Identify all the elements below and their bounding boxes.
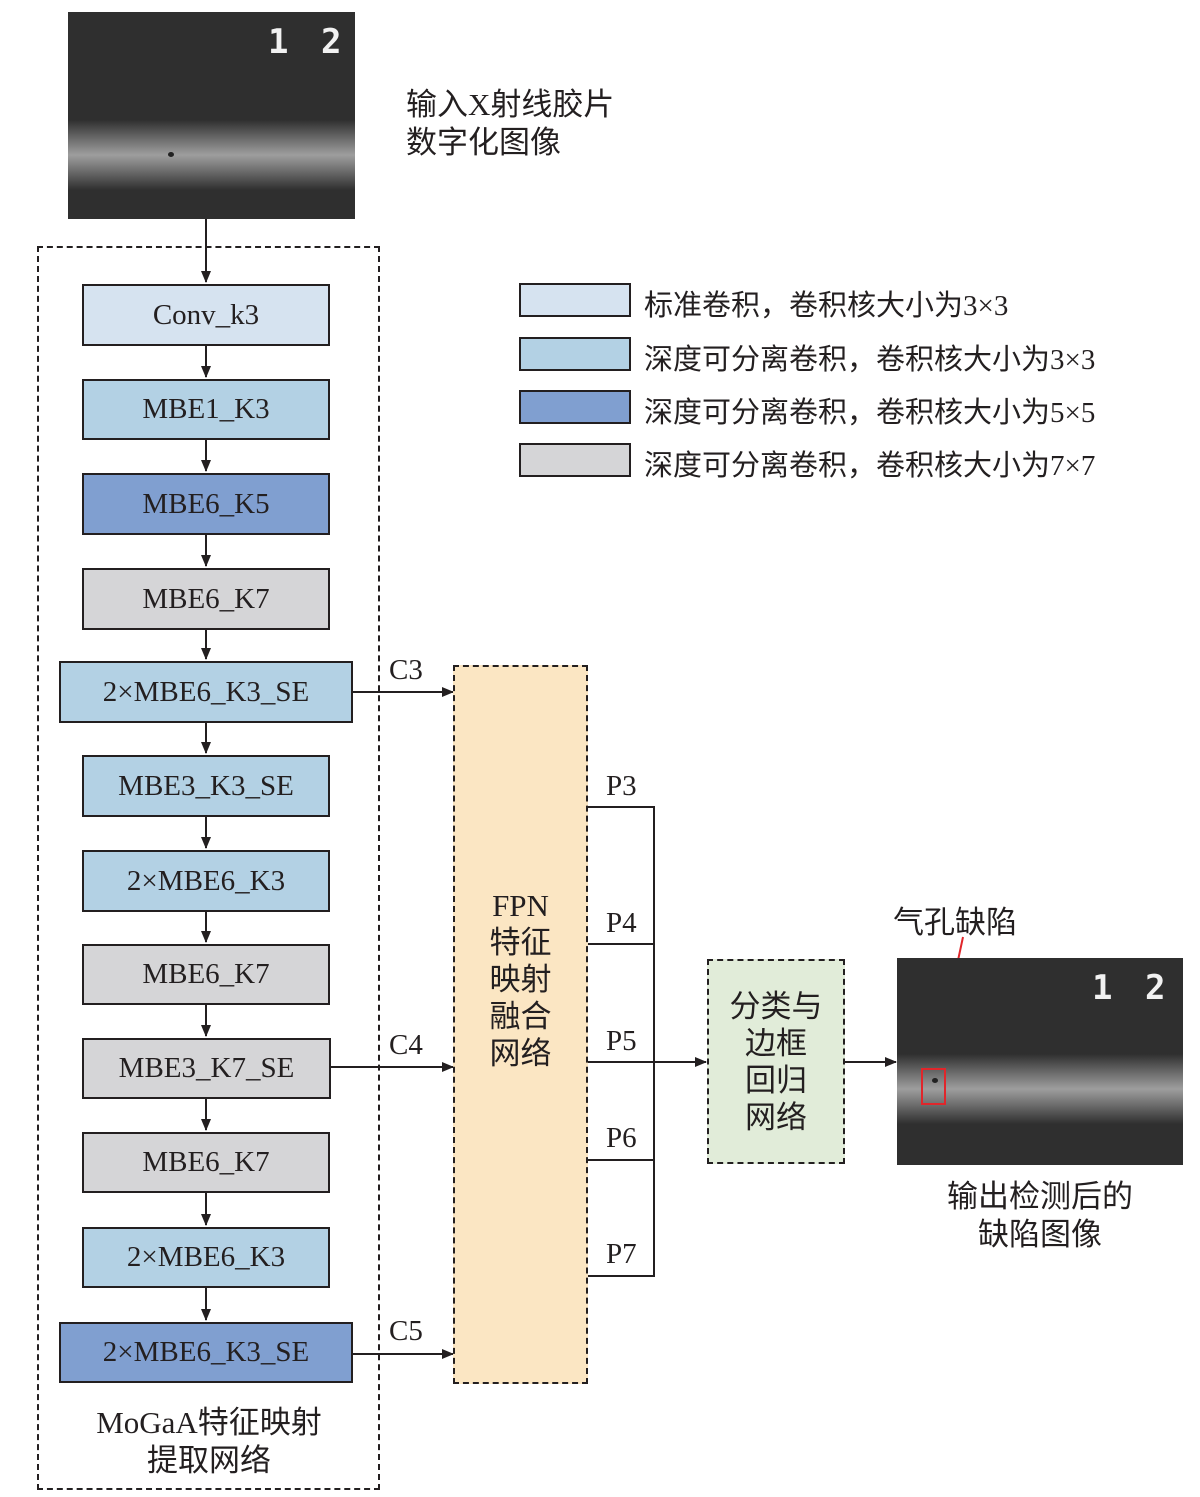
backbone-caption-line-2: 提取网络 xyxy=(147,1443,271,1478)
output-caption-line-1: 输出检测后的 xyxy=(947,1179,1133,1214)
backbone-block: 2×MBE6_K3_SE xyxy=(59,661,353,723)
block-label: 2×MBE6_K3_SE xyxy=(102,1336,310,1368)
block-label: MBE6_K7 xyxy=(142,1146,270,1178)
backbone-block: MBE6_K7 xyxy=(82,1132,330,1193)
output-xray-image: 1 2 xyxy=(897,958,1183,1165)
backbone-block: MBE6_K5 xyxy=(82,473,330,535)
p7-label: P7 xyxy=(606,1238,637,1270)
block-label: MBE6_K7 xyxy=(142,582,270,615)
head-label-line: 边框 xyxy=(745,1025,807,1061)
backbone-block: 2×MBE6_K3 xyxy=(82,850,330,912)
backbone-block: MBE3_K7_SE xyxy=(82,1038,331,1099)
block-label: MBE6_K5 xyxy=(142,487,270,520)
legend-swatch xyxy=(519,443,631,477)
fpn-label-line: FPN xyxy=(492,888,549,923)
backbone-block: 2×MBE6_K3 xyxy=(82,1227,330,1288)
head-box: 分类与 边框 回归 网络 xyxy=(707,959,845,1164)
p5-label: P5 xyxy=(606,1025,637,1057)
c4-label: C4 xyxy=(389,1029,423,1061)
block-label: MBE3_K7_SE xyxy=(118,1052,295,1084)
fpn-label-line: 网络 xyxy=(489,1036,552,1071)
legend-swatch xyxy=(519,337,631,371)
backbone-block: Conv_k3 xyxy=(82,284,330,346)
image-plate-number: 1 2 xyxy=(268,22,348,62)
backbone-block: MBE6_K7 xyxy=(82,944,330,1005)
head-label-line: 网络 xyxy=(745,1099,807,1135)
fpn-box: FPN 特征 映射 融合 网络 xyxy=(453,665,588,1384)
fpn-label-line: 映射 xyxy=(489,962,552,997)
c3-label: C3 xyxy=(389,654,423,686)
p4-label: P4 xyxy=(606,907,637,939)
block-label: MBE3_K3_SE xyxy=(118,769,294,802)
backbone-block: MBE1_K3 xyxy=(82,379,330,440)
block-label: MBE1_K3 xyxy=(142,393,270,425)
defect-label: 气孔缺陷 xyxy=(893,905,1017,940)
output-caption-line-2: 缺陷图像 xyxy=(978,1217,1102,1252)
backbone-block: 2×MBE6_K3_SE xyxy=(59,1322,353,1383)
block-label: Conv_k3 xyxy=(152,298,260,331)
head-label-line: 分类与 xyxy=(729,988,823,1024)
legend-label: 深度可分离卷积，卷积核大小为5×5 xyxy=(644,397,1096,429)
output-caption: 输出检测后的 缺陷图像 xyxy=(930,1178,1150,1254)
input-xray-image: 1 2 xyxy=(68,12,355,219)
backbone-caption: MoGaA特征映射 提取网络 xyxy=(74,1404,344,1480)
image-plate-number: 1 2 xyxy=(1092,968,1172,1008)
backbone-block: MBE6_K7 xyxy=(82,568,330,630)
input-caption-line-2: 数字化图像 xyxy=(406,125,561,160)
legend-label: 标准卷积，卷积核大小为3×3 xyxy=(644,290,1009,322)
block-label: 2×MBE6_K3_SE xyxy=(102,675,310,708)
legend-swatch xyxy=(519,390,631,424)
defect-bounding-box xyxy=(921,1068,946,1105)
p3-label: P3 xyxy=(606,770,637,802)
fpn-label: FPN 特征 映射 融合 网络 xyxy=(490,887,552,1072)
backbone-container xyxy=(37,246,380,1490)
head-label-line: 回归 xyxy=(745,1062,807,1098)
legend-swatch xyxy=(519,283,631,317)
legend-label: 深度可分离卷积，卷积核大小为3×3 xyxy=(644,344,1096,376)
backbone-caption-line-1: MoGaA特征映射 xyxy=(96,1405,322,1440)
input-caption: 输入X射线胶片 数字化图像 xyxy=(406,86,614,162)
block-label: 2×MBE6_K3 xyxy=(126,1241,286,1273)
head-label: 分类与 边框 回归 网络 xyxy=(730,988,823,1136)
legend-label: 深度可分离卷积，卷积核大小为7×7 xyxy=(644,450,1096,482)
block-label: 2×MBE6_K3 xyxy=(126,864,286,897)
block-label: MBE6_K7 xyxy=(142,958,270,990)
c5-label: C5 xyxy=(389,1315,423,1347)
backbone-block: MBE3_K3_SE xyxy=(82,755,330,817)
input-caption-line-1: 输入X射线胶片 xyxy=(406,87,615,122)
fpn-label-line: 特征 xyxy=(489,925,552,960)
p6-label: P6 xyxy=(606,1122,637,1154)
fpn-label-line: 融合 xyxy=(489,999,552,1034)
